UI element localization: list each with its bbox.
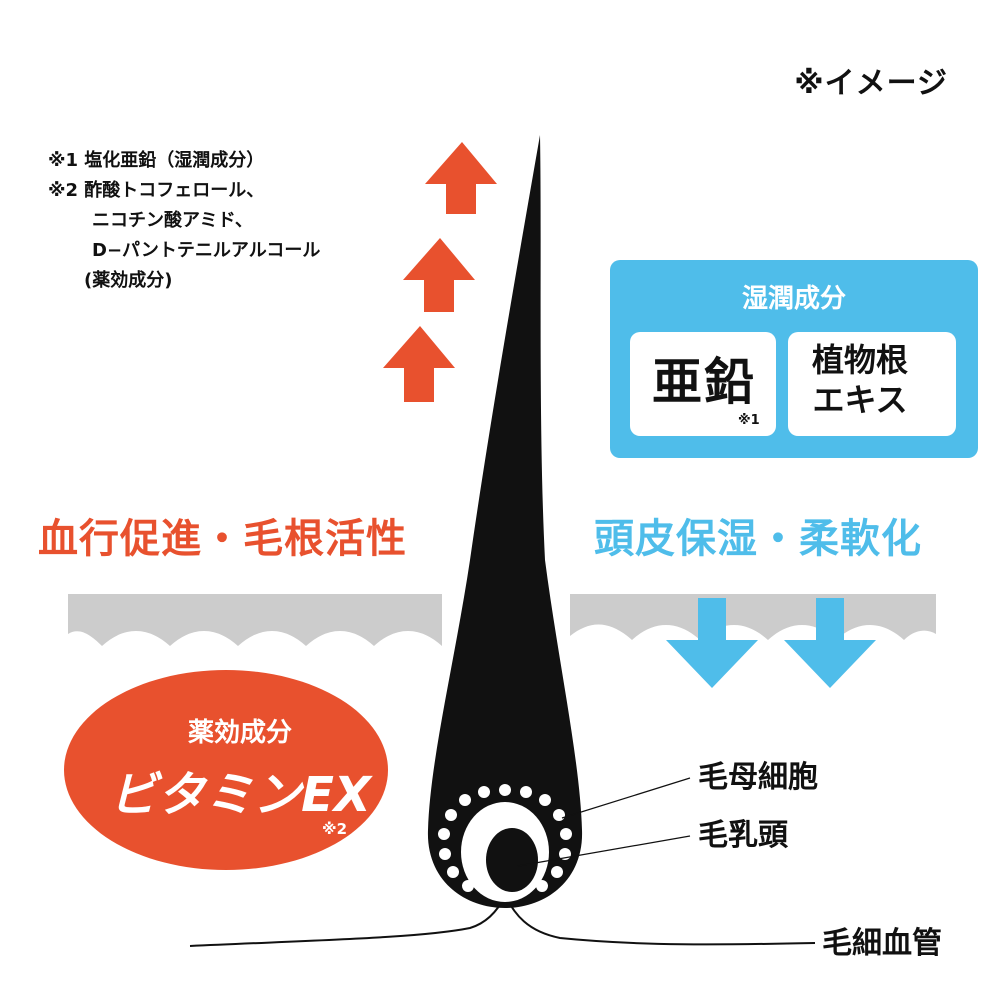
plant-root-label-line-2: エキス <box>812 381 908 419</box>
leader-dermal-papilla <box>517 835 691 867</box>
scalp-layer-right <box>570 594 936 640</box>
zinc-label: 亜鉛 <box>652 353 756 411</box>
zinc-footnote-mark: ※1 <box>738 413 760 428</box>
footnote-2: ※2 酢酸トコフェロール、 <box>48 180 265 201</box>
vitamin-badge-name: ビタミンEX <box>109 767 371 823</box>
leader-hair-matrix <box>561 777 691 819</box>
left-headline: 血行促進・毛根活性 <box>38 516 407 562</box>
hair-matrix-label: 毛母細胞 <box>698 760 818 795</box>
footnote-1: ※1 塩化亜鉛（湿潤成分） <box>48 150 265 171</box>
capillary-label: 毛細血管 <box>822 926 942 961</box>
footnote-2-line-3: D−パントテニルアルコール <box>92 240 321 261</box>
dermal-papilla-icon <box>486 828 538 892</box>
moisture-panel-title: 湿潤成分 <box>741 284 846 314</box>
vitamin-badge-title: 薬効成分 <box>187 718 292 748</box>
footnote-2-line-4: (薬効成分) <box>84 270 173 291</box>
footnote-2-line-2: ニコチン酸アミド、 <box>92 210 253 231</box>
dermal-papilla-label: 毛乳頭 <box>698 818 788 853</box>
blue-down-arrows-icon <box>666 598 876 688</box>
scalp-layer-left <box>68 594 442 646</box>
footnotes: ※1 塩化亜鉛（湿潤成分） ※2 酢酸トコフェロール、 ニコチン酸アミド、 D−… <box>48 146 320 296</box>
image-note: ※イメージ <box>794 66 948 101</box>
plant-root-box <box>788 332 956 436</box>
hair-shaft-icon <box>427 135 583 908</box>
right-headline: 頭皮保湿・柔軟化 <box>594 516 922 562</box>
plant-root-label-line-1: 植物根 <box>811 341 908 379</box>
vitamin-badge <box>64 670 388 870</box>
plant-root-label: 植物根 エキス <box>790 340 930 420</box>
zinc-box <box>630 332 776 436</box>
vitamin-footnote-mark: ※2 <box>322 820 348 838</box>
red-up-arrows-icon <box>383 142 497 402</box>
